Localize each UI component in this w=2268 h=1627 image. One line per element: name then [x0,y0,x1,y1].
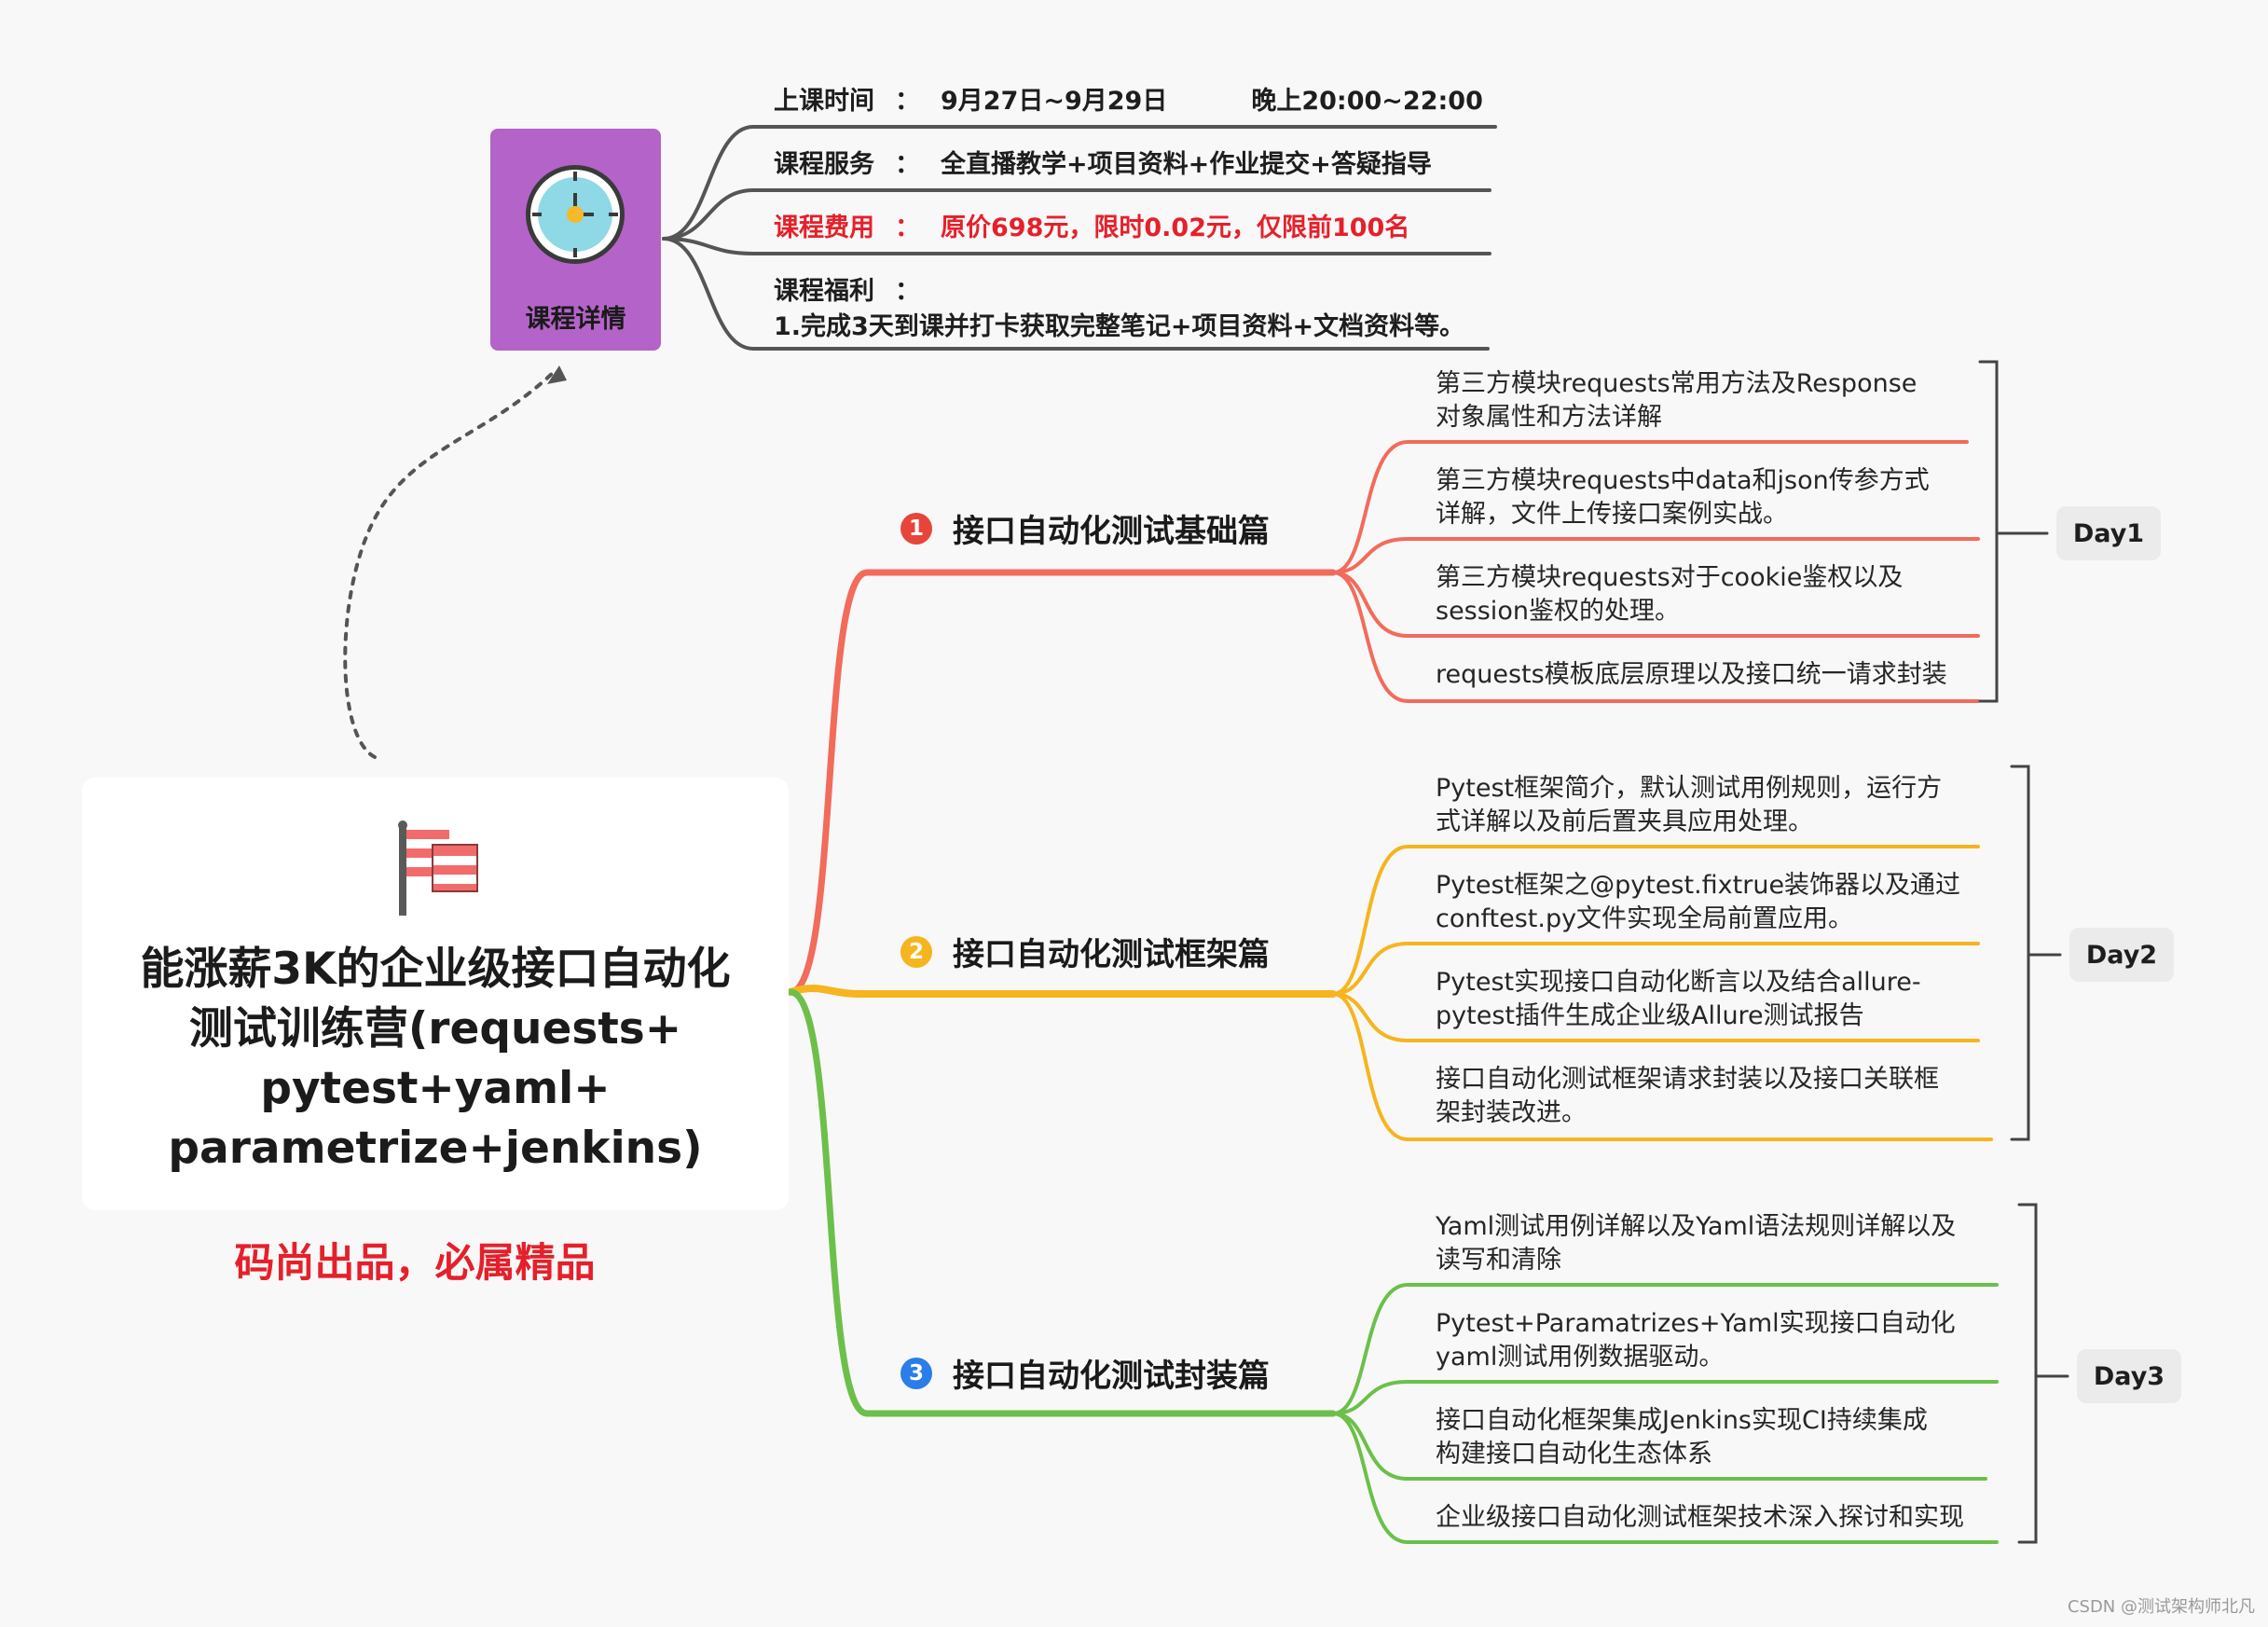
leaf-line: 企业级接口自动化测试框架技术深入探讨和实现 [1436,1503,1964,1532]
leaf-line: 接口自动化测试框架请求封装以及接口关联框 [1436,1065,1939,1094]
root-title-line: 能涨薪3K的企业级接口自动化 [140,944,731,995]
leaf-line: requests模板底层原理以及接口统一请求封装 [1436,660,1947,689]
root-title-line: parametrize+jenkins) [168,1123,703,1174]
branch-connector [787,985,1337,998]
detail-key: 课程费用 [774,214,874,242]
root-title-line: pytest+yaml+ [260,1063,611,1114]
watermark: CSDN @测试架构师北凡 [2067,1597,2255,1617]
leaf-connector [1331,571,1980,638]
detail-connector [662,125,1497,241]
detail-value: 全直播教学+项目资料+作业提交+答疑指导 [941,150,1432,179]
root-title: 能涨薪3K的企业级接口自动化 测试训练营(requests+ pytest+ya… [112,940,759,1179]
dotted-connector [343,369,557,759]
detail-connector [662,188,1491,241]
detail-row-service: 课程服务 ： 全直播教学+项目资料+作业提交+答疑指导 [774,147,1432,183]
leaf-3-3[interactable]: 接口自动化框架集成Jenkins实现CI持续集成 构建接口自动化生态体系 [1436,1404,1995,1471]
day-tag-2[interactable]: Day2 [2069,928,2174,982]
leaf-line: 读写和清除 [1436,1246,1561,1275]
leaf-line: 第三方模块requests常用方法及Response [1436,369,1917,398]
leaf-connector [1331,440,1969,574]
leaf-line: Pytest+Paramatrizes+Yaml实现接口自动化 [1436,1309,1956,1338]
leaf-line: 接口自动化框架集成Jenkins实现CI持续集成 [1436,1406,1928,1435]
leaf-line: Pytest框架简介，默认测试用例规则，运行方 [1436,774,1943,803]
leaf-line: 架封装改进。 [1436,1098,1587,1127]
leaf-1-1[interactable]: 第三方模块requests常用方法及Response 对象属性和方法详解 [1436,367,1995,434]
arrowhead-icon [547,365,567,384]
branch-1-label: 接口自动化测试基础篇 [953,513,1270,550]
branch-connector [787,569,1337,996]
day-tag-3[interactable]: Day3 [2077,1349,2181,1403]
leaf-line: session鉴权的处理。 [1436,597,1680,626]
leaf-2-2[interactable]: Pytest框架之@pytest.fixtrue装饰器以及通过 conftest… [1436,869,1995,936]
course-details-label: 课程详情 [525,305,626,334]
leaf-line: Pytest框架之@pytest.fixtrue装饰器以及通过 [1436,871,1961,900]
detail-sep: ： [895,150,920,179]
detail-row-fee: 课程费用 ： 原价698元，限时0.02元，仅限前100名 [774,211,1409,246]
leaf-3-4[interactable]: 企业级接口自动化测试框架技术深入探讨和实现 [1436,1501,1995,1535]
branch-connector [787,988,1337,1417]
leaf-connector [1331,942,1980,996]
leaf-connector [1331,1283,1999,1415]
branch-1-node[interactable]: 1 接口自动化测试基础篇 [900,505,1270,551]
badge-1: 1 [900,512,932,545]
leaf-connector [1331,537,1980,574]
branch-2-node[interactable]: 2 接口自动化测试框架篇 [900,929,1270,974]
leaf-1-3[interactable]: 第三方模块requests对于cookie鉴权以及 session鉴权的处理。 [1436,561,1995,628]
root-title-line: 测试训练营(requests+ [188,1003,682,1055]
detail-connector [662,237,1491,255]
leaf-line: 第三方模块requests中data和json传参方式 [1436,466,1930,495]
leaf-connector [1331,1412,1987,1481]
detail-sep: ： [895,277,920,306]
branch-3-node[interactable]: 3 接口自动化测试封装篇 [900,1350,1270,1396]
detail-key: 课程福利 [774,277,874,306]
day-tag-1[interactable]: Day1 [2056,506,2161,560]
leaf-line: 详解，文件上传接口案例实战。 [1436,500,1788,529]
day-bracket [1978,360,1999,703]
leaf-line: Yaml测试用例详解以及Yaml语法规则详解以及 [1436,1212,1957,1241]
branch-2-label: 接口自动化测试框架篇 [953,936,1270,973]
detail-sep: ： [895,87,920,116]
badge-2: 2 [900,935,932,968]
day-bracket [2017,1203,2038,1544]
detail-key: 上课时间 [774,87,874,116]
branch-3-label: 接口自动化测试封装篇 [953,1358,1270,1395]
leaf-connector [1331,845,1980,996]
leaf-line: 式详解以及前后置夹具应用处理。 [1436,807,1813,836]
leaf-connector [1331,992,1993,1141]
detail-value: 1.完成3天到课并打卡获取完整笔记+项目资料+文档资料等。 [774,312,1465,341]
leaf-connector [1331,1380,1999,1415]
leaf-2-1[interactable]: Pytest框架简介，默认测试用例规则，运行方 式详解以及前后置夹具应用处理。 [1436,772,1995,839]
leaf-3-2[interactable]: Pytest+Paramatrizes+Yaml实现接口自动化 yaml测试用例… [1436,1307,1995,1374]
leaf-2-3[interactable]: Pytest实现接口自动化断言以及结合allure- pytest插件生成企业级… [1436,966,1995,1033]
detail-key: 课程服务 [774,150,874,179]
detail-connector [662,237,1490,351]
leaf-1-2[interactable]: 第三方模块requests中data和json传参方式 详解，文件上传接口案例实… [1436,464,1995,531]
flag-icon [398,820,478,916]
leaf-line: 构建接口自动化生态体系 [1436,1440,1712,1468]
leaf-connector [1331,1412,1999,1544]
leaf-2-4[interactable]: 接口自动化测试框架请求封装以及接口关联框 架封装改进。 [1436,1063,1995,1130]
leaf-connector [1331,992,1980,1042]
detail-row-time: 上课时间 ： 9月27日~9月29日 晚上20:00~22:00 [774,84,1483,119]
leaf-line: conftest.py文件实现全局前置应用。 [1436,904,1854,933]
leaf-3-1[interactable]: Yaml测试用例详解以及Yaml语法规则详解以及 读写和清除 [1436,1210,1995,1277]
clock-icon [526,165,625,264]
badge-3: 3 [900,1357,932,1389]
leaf-line: 对象属性和方法详解 [1436,403,1662,432]
detail-extra: 晚上20:00~22:00 [1251,87,1483,116]
detail-sep: ： [895,214,920,242]
leaf-line: 第三方模块requests对于cookie鉴权以及 [1436,563,1904,592]
detail-value: 原价698元，限时0.02元，仅限前100名 [941,214,1410,242]
leaf-connector [1331,571,1980,703]
leaf-line: Pytest实现接口自动化断言以及结合allure- [1436,968,1921,997]
leaf-line: pytest插件生成企业级Allure测试报告 [1436,1001,1864,1030]
detail-row-benefit: 课程福利 ： 1.完成3天到课并打卡获取完整笔记+项目资料+文档资料等。 [774,274,1464,345]
day-bracket [2010,765,2030,1141]
detail-value: 9月27日~9月29日 [941,87,1168,116]
leaf-line: yaml测试用例数据驱动。 [1436,1343,1725,1372]
root-subtitle: 码尚出品，必属精品 [234,1240,596,1287]
leaf-1-4[interactable]: requests模板底层原理以及接口统一请求封装 [1436,658,1995,692]
